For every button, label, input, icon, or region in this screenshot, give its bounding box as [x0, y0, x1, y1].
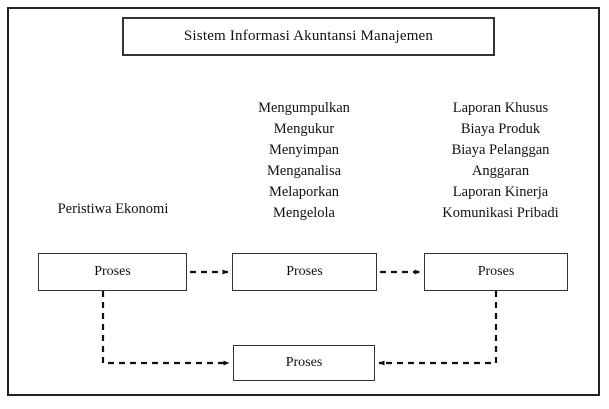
process-box-label: Proses	[286, 264, 323, 279]
output-item: Komunikasi Pribadi	[442, 205, 559, 221]
activity-item: Mengumpulkan	[258, 100, 350, 116]
activity-item: Menyimpan	[268, 142, 340, 158]
process-box-activities: Proses	[232, 253, 377, 291]
output-item: Biaya Pelanggan	[451, 142, 550, 158]
activity-item: Mengukur	[273, 121, 335, 137]
activity-item: Mengelola	[272, 205, 335, 221]
process-box-label: Proses	[94, 264, 131, 279]
diagram-outer-frame	[7, 7, 600, 396]
process-box-input: Proses	[38, 253, 187, 291]
output-item: Biaya Produk	[460, 121, 541, 137]
activity-item: Melaporkan	[268, 184, 340, 200]
activities-column: Mengumpulkan Mengukur Menyimpan Menganal…	[224, 98, 384, 224]
process-box-feedback: Proses	[233, 345, 375, 381]
process-box-label: Proses	[477, 264, 515, 279]
economic-events-label: Peristiwa Ekonomi	[57, 201, 169, 217]
output-item: Anggaran	[471, 163, 530, 179]
outputs-column: Laporan Khusus Biaya Produk Biaya Pelang…	[418, 98, 583, 224]
diagram-title-box: Sistem Informasi Akuntansi Manajemen	[122, 17, 495, 56]
output-item: Laporan Khusus	[452, 100, 549, 116]
activity-item: Menganalisa	[266, 163, 342, 179]
page-title: Sistem Informasi Akuntansi Manajemen	[183, 28, 434, 44]
process-box-outputs: Proses	[424, 253, 568, 291]
process-box-label: Proses	[285, 355, 323, 370]
output-item: Laporan Kinerja	[452, 184, 549, 200]
